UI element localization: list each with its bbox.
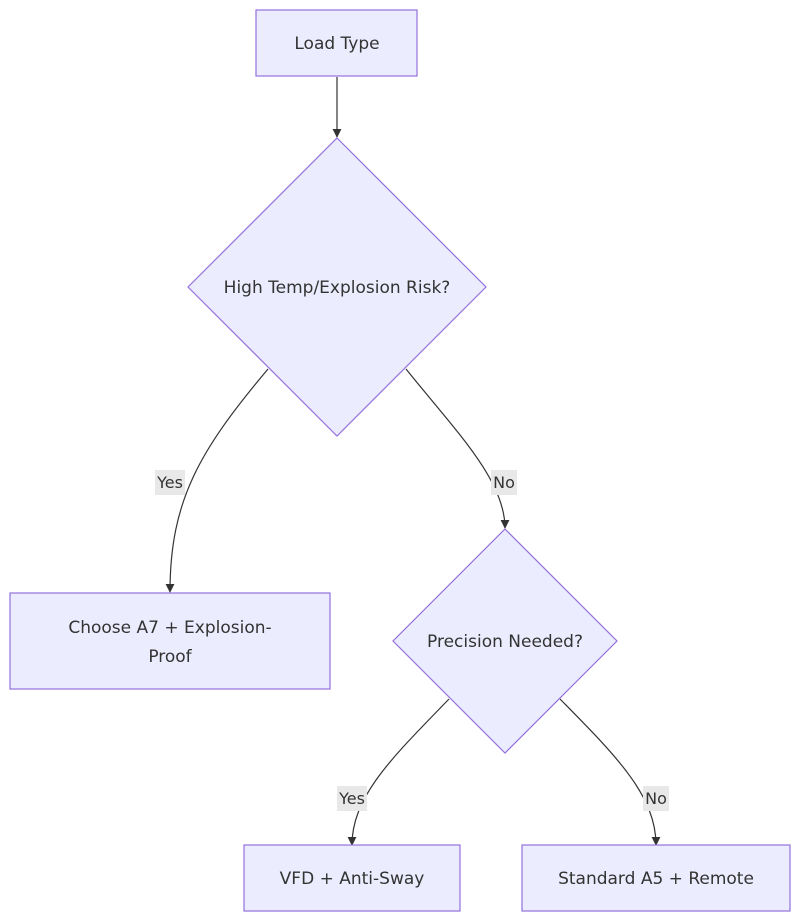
node-load-type[interactable]: Load Type	[255, 9, 418, 77]
node-label: High Temp/Explosion Risk?	[224, 278, 451, 298]
node-label: Precision Needed?	[427, 632, 583, 652]
node-choose-a7[interactable]: Choose A7 + Explosion- Proof	[9, 592, 331, 690]
edge-precision-to-vfd	[347, 698, 450, 846]
node-high-temp-decision[interactable]: High Temp/Explosion Risk?	[187, 137, 487, 437]
edge-labels: Yes No Yes No	[155, 470, 669, 811]
edge-high-temp-to-precision	[405, 368, 510, 529]
edge-label-high-temp-yes: Yes	[155, 470, 185, 495]
edge-label-text: Yes	[156, 473, 183, 492]
node-label-line-1: Choose A7 + Explosion-	[68, 618, 271, 638]
node-vfd-anti-sway[interactable]: VFD + Anti-Sway	[243, 844, 461, 912]
edges	[165, 77, 661, 846]
node-label: VFD + Anti-Sway	[280, 869, 425, 889]
edge-label-text: No	[493, 473, 515, 492]
node-precision-decision[interactable]: Precision Needed?	[392, 528, 618, 754]
edge-label-precision-no: No	[643, 786, 669, 811]
node-label: Standard A5 + Remote	[558, 869, 754, 889]
edge-label-precision-yes: Yes	[337, 786, 367, 811]
edge-precision-to-standard-a5	[559, 698, 661, 846]
node-label: Load Type	[294, 34, 379, 54]
edge-high-temp-to-choose-a7	[165, 368, 269, 593]
node-label-line-2: Proof	[148, 647, 192, 667]
edge-label-high-temp-no: No	[491, 470, 517, 495]
edge-label-text: Yes	[338, 789, 365, 808]
edge-label-text: No	[645, 789, 667, 808]
node-standard-a5-remote[interactable]: Standard A5 + Remote	[521, 844, 791, 912]
